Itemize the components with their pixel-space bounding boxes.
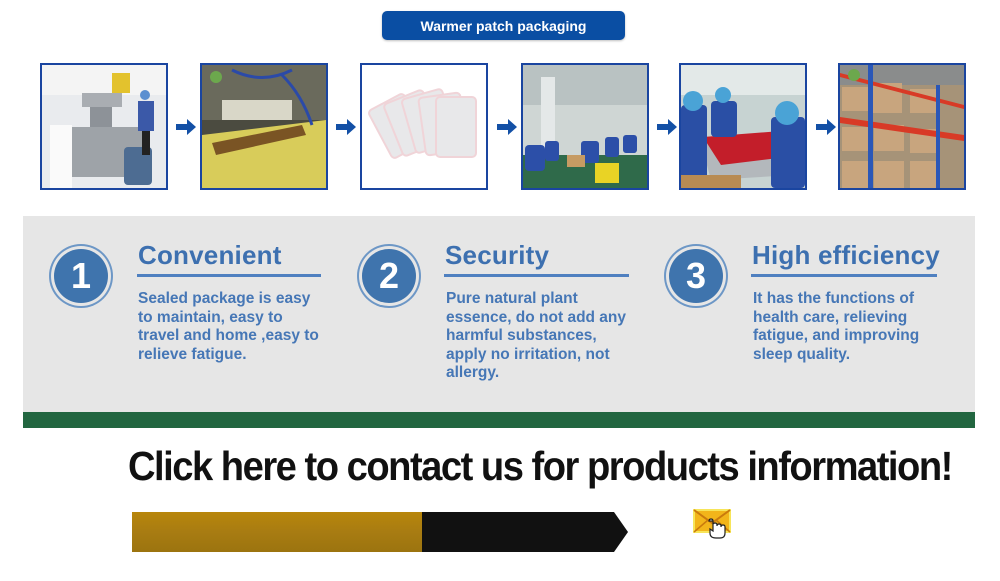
feature-underline [751,274,937,277]
section-title-text: Warmer patch packaging [420,17,587,34]
description-line: Pure natural plant [446,290,578,307]
feature-description: It has the functions of health care, rel… [753,290,919,364]
description-line: harmful substances, [446,327,597,344]
feature-description: Sealed package is easy to maintain, easy… [138,290,319,364]
green-divider [23,412,975,428]
contact-cta-text[interactable]: Click here to contact us for products in… [128,443,953,489]
feature-underline [444,274,629,277]
process-step-1 [40,63,168,190]
number-badge: 2 [362,249,416,303]
arrow-right-icon [336,119,356,135]
mail-click-icon[interactable] [693,507,733,539]
description-line: sleep quality. [753,345,851,363]
process-step-4 [521,63,649,190]
production-machine-photo [42,65,166,188]
description-line: fatigue, and improving [753,327,920,344]
workshop-photo [523,65,647,188]
badge-number: 2 [378,255,400,296]
arrow-right-icon [176,119,196,135]
cta-arrow-tip[interactable] [614,512,628,552]
description-line: apply no irritation, not [446,345,610,363]
badge-number: 1 [70,255,92,296]
description-line: essence, do not add any [446,308,627,326]
cutting-press-photo [202,65,326,188]
description-line: travel and home ,easy to [138,327,319,344]
packing-photo [681,65,805,188]
feature-title: Convenient [138,240,282,270]
description-line: allergy. [446,364,500,381]
description-line: to maintain, easy to [138,308,283,326]
section-title: Warmer patch packaging [382,11,625,40]
description-line: It has the functions of [753,290,915,307]
feature-title: Security [445,240,550,270]
number-badge: 3 [669,249,723,303]
arrow-right-icon [816,119,836,135]
number-badge: 1 [54,249,108,303]
process-step-2 [200,63,328,190]
features-panel [23,216,975,412]
feature-title: High efficiency [752,240,940,270]
arrow-right-icon [497,119,517,135]
warehouse-photo [840,65,964,188]
cta-bar-black[interactable] [422,512,614,552]
description-line: health care, relieving [753,308,908,326]
process-step-3 [360,63,488,190]
arrow-right-icon [657,119,677,135]
badge-number: 3 [685,255,707,296]
warmer-patches-photo [362,65,486,188]
process-step-5 [679,63,807,190]
feature-description: Pure natural plant essence, do not add a… [446,290,626,383]
description-line: relieve fatigue. [138,345,247,363]
cta-bar-gold[interactable] [132,512,422,552]
process-step-6 [838,63,966,190]
description-line: Sealed package is easy [138,290,311,307]
feature-underline [137,274,321,277]
